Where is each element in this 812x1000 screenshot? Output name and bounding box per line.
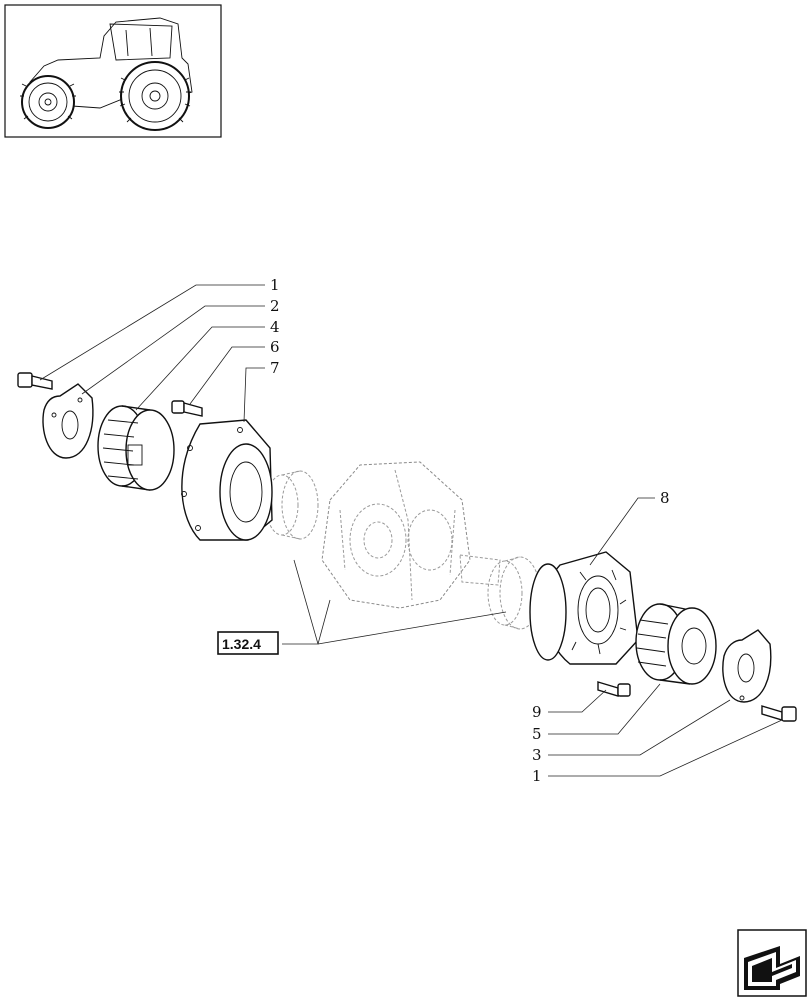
left-bearing-ghost <box>265 470 319 540</box>
bearing-support-left <box>181 419 273 541</box>
lock-plate-right <box>722 629 772 703</box>
callout-1-top: 1 <box>270 276 280 294</box>
tractor-thumbnail <box>4 4 222 138</box>
callout-6: 6 <box>270 338 280 356</box>
reference-label: 1.32.4 <box>222 636 261 652</box>
reference-box[interactable]: 1.32.4 <box>217 631 279 655</box>
callout-1-bottom: 1 <box>532 767 542 785</box>
bolt-far-right <box>761 705 797 722</box>
bolt-left <box>17 372 53 390</box>
next-page-arrow-icon[interactable] <box>737 929 807 997</box>
bolt-middle <box>171 400 203 417</box>
leader-lines <box>39 284 783 777</box>
adjusting-ring-right <box>635 603 717 685</box>
callout-4: 4 <box>270 318 280 336</box>
callout-3: 3 <box>532 746 542 764</box>
lock-plate-left <box>42 383 94 459</box>
bolt-right <box>597 681 631 697</box>
callout-8: 8 <box>660 489 670 507</box>
callout-9: 9 <box>532 703 542 721</box>
adjusting-ring-left <box>97 405 175 491</box>
bearing-support-right <box>529 551 639 665</box>
differential-housing-ghost <box>265 461 541 630</box>
callout-5: 5 <box>532 725 542 743</box>
callout-7: 7 <box>270 359 280 377</box>
callout-2: 2 <box>270 297 280 315</box>
